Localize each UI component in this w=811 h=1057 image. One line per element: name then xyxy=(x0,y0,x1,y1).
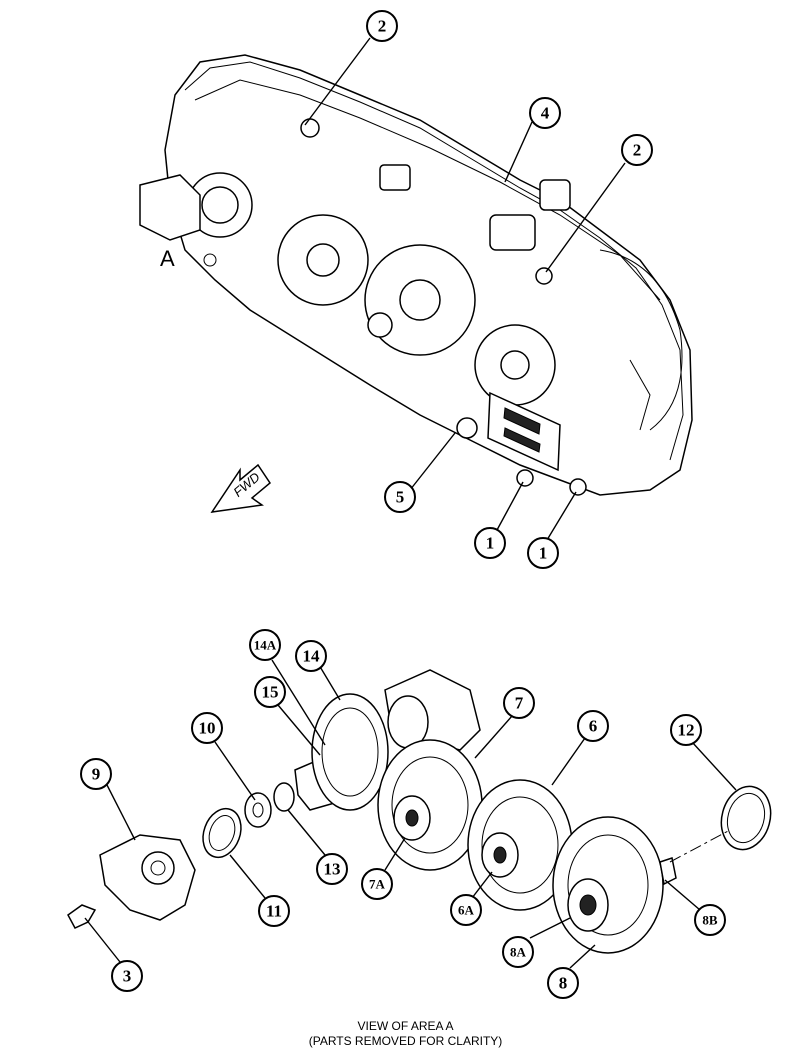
svg-text:2: 2 xyxy=(633,141,642,160)
svg-text:14: 14 xyxy=(303,647,321,666)
part-disc-6 xyxy=(467,779,573,911)
svg-text:4: 4 xyxy=(541,104,550,123)
callout-14A: 14A xyxy=(249,629,281,661)
callout-6A: 6A xyxy=(450,894,482,926)
svg-text:1: 1 xyxy=(539,544,548,563)
svg-text:6A: 6A xyxy=(458,903,475,918)
svg-text:7A: 7A xyxy=(369,877,386,892)
part-disc-14 xyxy=(311,693,389,811)
callout-2-top: 2 xyxy=(366,10,398,42)
svg-text:1: 1 xyxy=(486,534,495,553)
callout-1-right: 1 xyxy=(527,537,559,569)
view-area-label: A xyxy=(160,246,175,271)
callout-2-right: 2 xyxy=(621,134,653,166)
callout-7: 7 xyxy=(503,687,535,719)
svg-text:8A: 8A xyxy=(510,945,527,960)
callout-7A: 7A xyxy=(361,868,393,900)
part-snap-ring xyxy=(273,782,295,812)
forward-arrow-icon: FWD xyxy=(210,463,271,513)
callout-8A: 8A xyxy=(502,936,534,968)
part-seal xyxy=(202,807,242,859)
callout-6: 6 xyxy=(577,710,609,742)
part-bolt xyxy=(67,904,97,929)
caption-subtitle: (PARTS REMOVED FOR CLARITY) xyxy=(308,1034,503,1048)
callout-15: 15 xyxy=(254,676,286,708)
svg-text:13: 13 xyxy=(324,860,341,879)
part-disc-7 xyxy=(377,739,483,871)
svg-text:8B: 8B xyxy=(702,913,718,928)
part-upper-yoke xyxy=(384,669,481,751)
svg-text:3: 3 xyxy=(123,967,132,986)
leader-lines xyxy=(84,37,737,969)
callout-11: 11 xyxy=(258,895,290,927)
callout-1-left: 1 xyxy=(474,527,506,559)
svg-text:14A: 14A xyxy=(254,638,277,653)
svg-text:12: 12 xyxy=(678,721,695,740)
svg-text:15: 15 xyxy=(262,683,279,702)
svg-text:2: 2 xyxy=(378,17,387,36)
part-disc-8 xyxy=(552,816,677,954)
part-washer xyxy=(244,792,272,828)
callout-5: 5 xyxy=(384,481,416,513)
part-yoke xyxy=(99,834,196,921)
gearbox-housing xyxy=(139,54,693,496)
callout-13: 13 xyxy=(316,853,348,885)
callout-9: 9 xyxy=(80,758,112,790)
caption-title: VIEW OF AREA A xyxy=(357,1019,454,1033)
callout-4: 4 xyxy=(529,97,561,129)
callout-3: 3 xyxy=(111,960,143,992)
svg-text:9: 9 xyxy=(92,765,101,784)
svg-text:7: 7 xyxy=(515,694,524,713)
callout-8B: 8B xyxy=(694,904,726,936)
callout-10: 10 xyxy=(191,712,223,744)
callout-12: 12 xyxy=(670,714,702,746)
part-ring-12 xyxy=(720,785,772,851)
callout-8: 8 xyxy=(547,967,579,999)
svg-text:10: 10 xyxy=(199,719,216,738)
svg-text:8: 8 xyxy=(559,974,568,993)
svg-text:5: 5 xyxy=(396,488,405,507)
svg-text:11: 11 xyxy=(266,902,282,921)
svg-text:6: 6 xyxy=(589,717,598,736)
callout-14: 14 xyxy=(295,640,327,672)
